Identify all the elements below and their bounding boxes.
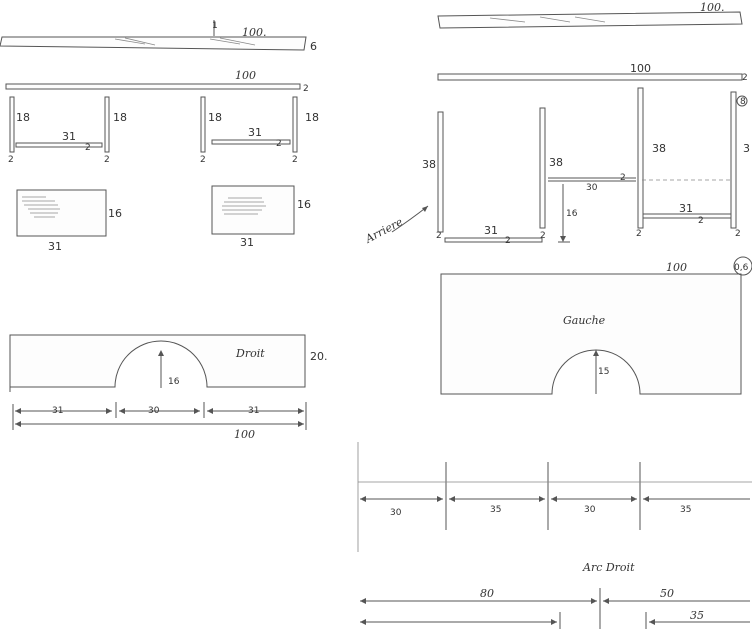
droit-panel-segment-1: 31 [52, 406, 63, 416]
drawer-front-right: 16 31 [211, 185, 311, 249]
gauche-panel-arch-height: 15 [598, 367, 609, 377]
left-frame-rail-2-thickness: 2 [276, 139, 282, 149]
top-shelf-board: 1 100. 6 [0, 20, 317, 53]
right-frame-post-4 [730, 91, 737, 229]
right-frame-cut-height: 3 [743, 142, 750, 155]
left-frame-rail-1-length: 31 [62, 130, 76, 143]
bottom-scale-segment-2: 35 [490, 505, 501, 515]
right-frame-left-rail-thickness: 2 [505, 236, 511, 246]
right-frame-post-2-base: 2 [540, 231, 546, 241]
right-frame-post-2-height: 38 [549, 156, 563, 169]
gauche-panel-drawing: 100 0,6 Gauche 15 [440, 256, 752, 395]
right-frame-top-thickness: 2 [742, 73, 748, 83]
right-frame-top-length: 100 [630, 62, 651, 75]
top-shelf-length: 100. [242, 26, 267, 39]
bottom-scale-drawing: 30 35 30 35 [357, 442, 752, 552]
left-frame-post-1-height: 18 [16, 111, 30, 124]
gauche-panel-length: 100 [666, 261, 687, 274]
arriere-scale-title: Arc Droit [582, 561, 635, 574]
right-frame-corner-mark: 8 [740, 97, 746, 107]
gauche-panel-label: Gauche [563, 314, 606, 327]
left-frame-post-2-height: 18 [113, 111, 127, 124]
right-frame-corner-circle [736, 95, 748, 107]
right-frame-middle-rail-length: 30 [586, 183, 598, 193]
bottom-scale-segment-4: 35 [680, 505, 691, 515]
bottom-scale-segment-1: 30 [390, 508, 402, 518]
right-shelf-length: 100. [700, 1, 725, 14]
left-frame-rail-2-length: 31 [248, 126, 262, 139]
right-frame-middle-gap: 16 [566, 209, 578, 219]
right-frame-post-1-base: 2 [436, 231, 442, 241]
arriere-marker-label: Arriere [362, 215, 405, 246]
left-frame-post-3 [200, 96, 206, 153]
right-frame-left-rail [444, 237, 543, 243]
left-frame-drawing: 100 2 18 18 18 18 31 31 2 2 2 2 2 2 [5, 69, 319, 165]
arriere-scale-right: 50 [660, 587, 674, 600]
drawer-front-left: 16 31 [16, 189, 122, 253]
right-shelf-board: 100. [437, 1, 743, 29]
right-frame-post-3-base: 2 [636, 229, 642, 239]
left-frame-post-4-height: 18 [305, 111, 319, 124]
drawer-front-right-height: 16 [297, 198, 311, 211]
top-shelf-thickness: 6 [310, 40, 317, 53]
droit-panel-height: 20. [310, 350, 328, 363]
left-frame-post-1-base: 2 [8, 155, 14, 165]
right-frame-middle-rail-thickness: 2 [620, 173, 626, 183]
right-frame-post-3-height: 38 [652, 142, 666, 155]
left-frame-post-3-base: 2 [200, 155, 206, 165]
droit-panel-arch-height: 16 [168, 377, 180, 387]
arriere-scale-right-inner: 35 [690, 609, 704, 622]
drawer-front-left-height: 16 [108, 207, 122, 220]
left-frame-top-rail [5, 83, 301, 90]
right-frame-left-rail-length: 31 [484, 224, 498, 237]
droit-panel-drawing: Droit 20. 16 31 30 31 100 [9, 334, 328, 441]
left-frame-post-2 [104, 96, 110, 153]
droit-panel-outline [9, 334, 306, 388]
right-frame-top-rail [437, 73, 743, 81]
right-frame-post-1-height: 38 [422, 158, 436, 171]
droit-panel-label: Droit [235, 347, 265, 360]
right-frame-post-1 [437, 111, 444, 233]
right-frame-right-rail-length: 31 [679, 202, 693, 215]
arriere-scale-left: 80 [480, 587, 494, 600]
left-frame-post-3-height: 18 [208, 111, 222, 124]
left-frame-top-length: 100 [235, 69, 256, 82]
droit-panel-total: 100 [234, 428, 255, 441]
right-frame-drawing: 100 2 8 38 38 38 3 31 2 30 2 16 31 2 2 2… [362, 62, 750, 246]
left-frame-post-2-base: 2 [104, 155, 110, 165]
gauche-panel-outline [440, 273, 742, 395]
right-frame-right-rail-thickness: 2 [698, 216, 704, 226]
drawer-front-right-width: 31 [240, 236, 254, 249]
drawer-front-left-width: 31 [48, 240, 62, 253]
right-frame-post-2 [539, 107, 546, 229]
gauche-panel-corner-circle [733, 256, 752, 276]
gauche-panel-corner-mark: 0,6 [734, 263, 749, 273]
bottom-scale-segment-3: 30 [584, 505, 596, 515]
right-frame-post-4-base: 2 [735, 229, 741, 239]
right-frame-post-3 [637, 87, 644, 229]
left-frame-rail-1-thickness: 2 [85, 143, 91, 153]
left-frame-top-thickness: 2 [303, 84, 309, 94]
arriere-scale-drawing: Arc Droit 80 50 35 [360, 561, 750, 629]
right-frame-right-rail [642, 213, 732, 219]
droit-panel-segment-3: 31 [248, 406, 259, 416]
left-frame-post-1 [9, 96, 15, 153]
top-shelf-mark: 1 [212, 21, 218, 31]
left-frame-rail-2 [211, 139, 291, 145]
left-frame-post-4-base: 2 [292, 155, 298, 165]
left-frame-rail-1 [15, 142, 103, 148]
left-frame-post-4 [292, 96, 298, 153]
droit-panel-segment-2: 30 [148, 406, 160, 416]
